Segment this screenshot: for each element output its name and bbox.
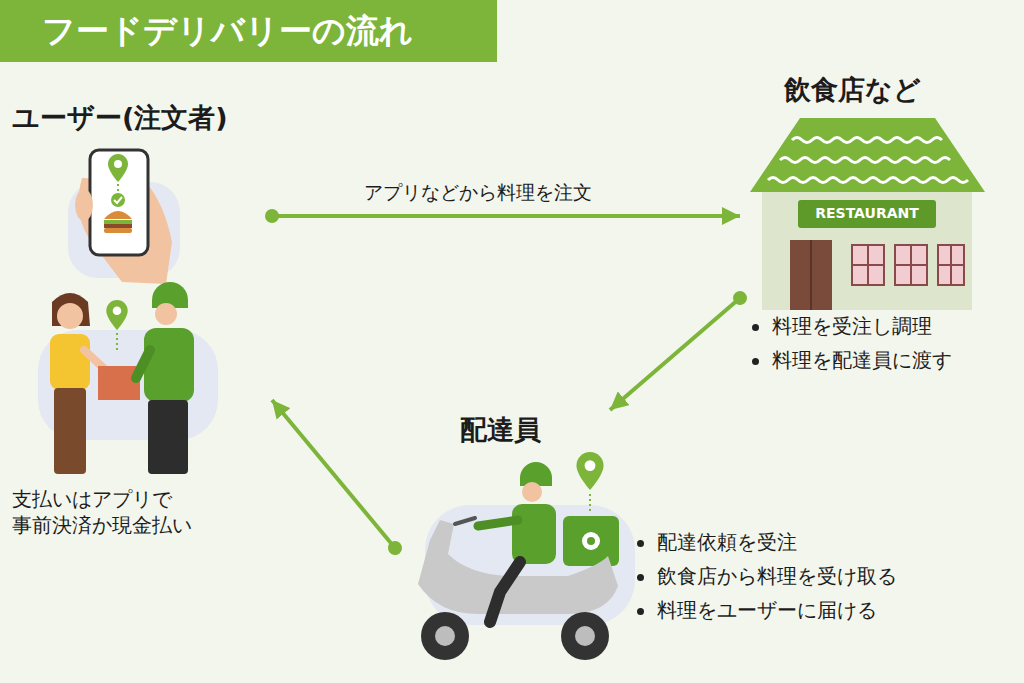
flow-arrow	[610, 298, 740, 410]
flow-node: 飲食店など料理を受注し調理料理を配達員に渡す	[740, 72, 1012, 390]
handover-figures	[50, 282, 194, 474]
handover-figures	[155, 303, 177, 325]
phone-hand	[104, 228, 132, 233]
phone-hand	[117, 184, 119, 192]
handover-figures	[144, 328, 194, 402]
scooter-rider	[589, 494, 591, 512]
scooter-rider	[575, 626, 595, 646]
scooter-rider	[421, 612, 469, 660]
scooter-rider	[561, 612, 609, 660]
restaurant-building	[810, 240, 812, 310]
restaurant-building	[750, 118, 985, 192]
handover-figures	[98, 366, 140, 400]
node-note: 支払いはアプリで 事前決済か現金払い	[12, 486, 227, 538]
sign-text: RESTAURANT	[815, 205, 919, 221]
flow-node: 配達員配達依頼を受注飲食店から料理を受け取る料理をユーザーに届ける	[395, 410, 1010, 665]
roof-wave	[768, 178, 968, 183]
phone-hand	[75, 189, 93, 221]
handover-figures	[106, 300, 127, 330]
bullet-item: 料理を配達員に渡す	[748, 347, 952, 373]
restaurant-building	[762, 188, 972, 310]
restaurant-building	[798, 200, 936, 228]
bullet-item: 配達依頼を受注	[633, 529, 797, 555]
bullet-item: 料理をユーザーに届ける	[633, 597, 877, 623]
restaurant-building	[852, 245, 964, 285]
roof-wave	[792, 138, 942, 143]
scooter-rider	[490, 562, 520, 622]
restaurant-building	[768, 138, 968, 183]
phone-hand	[108, 154, 128, 182]
node-heading: ユーザー(注文者)	[12, 100, 228, 135]
handover-figures	[57, 303, 83, 329]
title-band: フードデリバリーの流れ	[0, 0, 497, 62]
node-heading: 配達員	[460, 412, 541, 447]
bullet-item: 飲食店から料理を受け取る	[633, 563, 897, 589]
phone-hand	[104, 220, 132, 224]
restaurant-building	[790, 240, 832, 310]
flow-arrow	[272, 214, 740, 218]
scooter-rider	[478, 520, 518, 526]
phone-hand	[104, 211, 132, 219]
scooter-rider	[435, 626, 455, 646]
handover-figures	[136, 350, 150, 378]
node-heading: 飲食店など	[784, 72, 921, 107]
phone-hand	[111, 193, 125, 207]
scooter-rider	[520, 462, 552, 486]
flow-arrow	[272, 400, 395, 548]
scooter-rider	[582, 532, 600, 550]
phone-hand	[104, 224, 132, 228]
scooter-rider	[512, 504, 556, 564]
flow-node: ユーザー(注文者) 支払いはアプリで 事前決済か現金払い	[12, 100, 272, 560]
scooter-rider	[522, 482, 542, 502]
scooter-rider	[418, 452, 619, 660]
edge-label: アプリなどから料理を注文	[358, 180, 598, 206]
phone-hand	[75, 150, 172, 284]
bullet-item: 料理を受注し調理	[748, 313, 932, 339]
phone-hand	[114, 197, 122, 203]
handover-figures	[148, 400, 188, 474]
scooter-rider	[563, 516, 619, 566]
scooter-rider	[576, 452, 603, 490]
handover-figures	[54, 388, 86, 474]
roof-wave	[780, 158, 950, 163]
handover-figures	[50, 334, 90, 390]
scooter-rider	[587, 537, 595, 545]
handover-figures	[116, 333, 118, 352]
scooter-rider	[455, 518, 475, 524]
phone-hand	[90, 150, 148, 255]
restaurant-building	[750, 118, 985, 310]
